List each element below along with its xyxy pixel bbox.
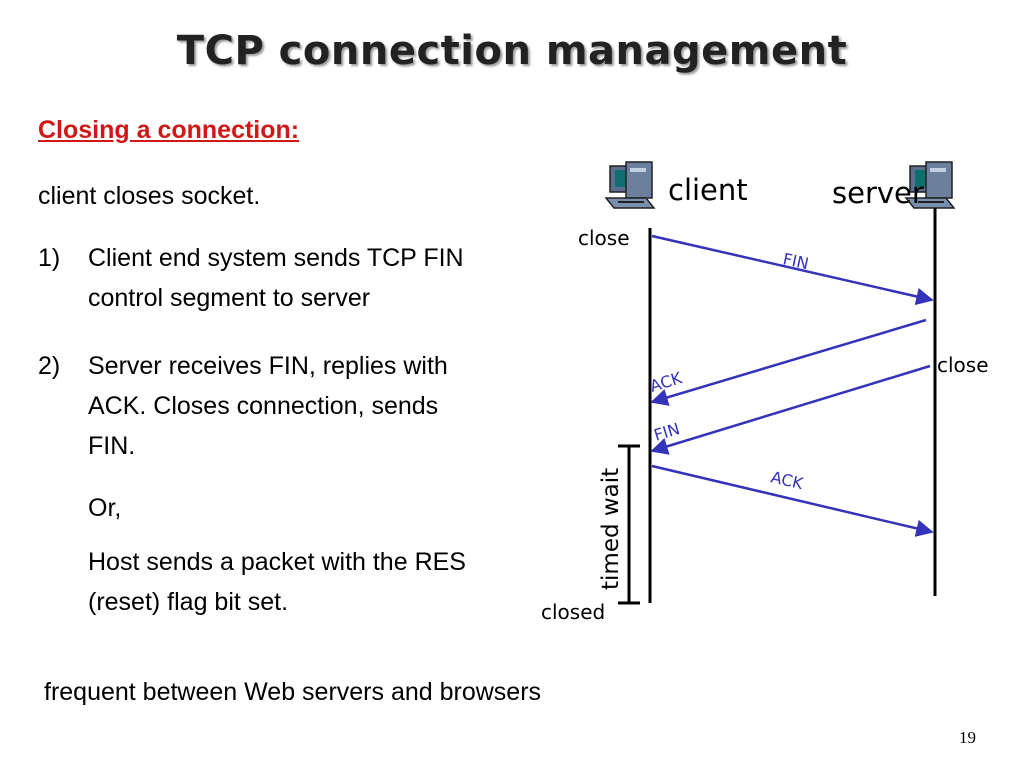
step-1-line-1: Client end system sends TCP FIN [88,244,464,272]
fin-arrow-2 [650,364,931,455]
ack-label-1: ACK [648,368,685,396]
step-2-number: 2) [38,352,61,380]
fin-label-1: FIN [781,249,810,273]
server-label: server [832,176,924,210]
ack-label-2: ACK [769,467,805,493]
client-label: client [668,173,748,207]
step-1-number: 1) [38,244,61,272]
footer-text: frequent between Web servers and browser… [44,678,542,706]
client-computer-icon [604,161,656,209]
or-text: Or, [88,494,122,522]
step-2-line-1: Server receives FIN, replies with [88,352,448,380]
step-1-line-2: control segment to server [88,284,371,312]
server-computer-icon [904,161,956,209]
slide-title: TCP connection management [176,28,848,74]
closed-label: closed [541,600,605,624]
timed-wait-label: timed wait [598,468,624,590]
server-close-label: close [937,353,989,377]
step-1-text: Client end system sends TCP FIN control … [88,238,464,318]
fin-label-2: FIN [652,419,682,445]
step-2-line-2: ACK. Closes connection, sends [88,392,439,420]
fin-arrow-1 [651,234,934,306]
page-number: 19 [959,728,976,747]
ack-arrow-1 [650,318,927,406]
step-2-line-3: FIN. [88,432,136,460]
section-heading: Closing a connection: [38,116,300,144]
client-close-label: close [578,226,630,250]
step-2-text: Server receives FIN, replies with ACK. C… [88,346,448,466]
intro-text: client closes socket. [38,182,261,210]
reset-line-2: (reset) flag bit set. [88,588,289,616]
reset-line-1: Host sends a packet with the RES [88,548,466,576]
ack-arrow-2 [651,464,934,537]
timed-wait-bracket [618,444,640,605]
reset-text: Host sends a packet with the RES (reset)… [88,542,466,622]
